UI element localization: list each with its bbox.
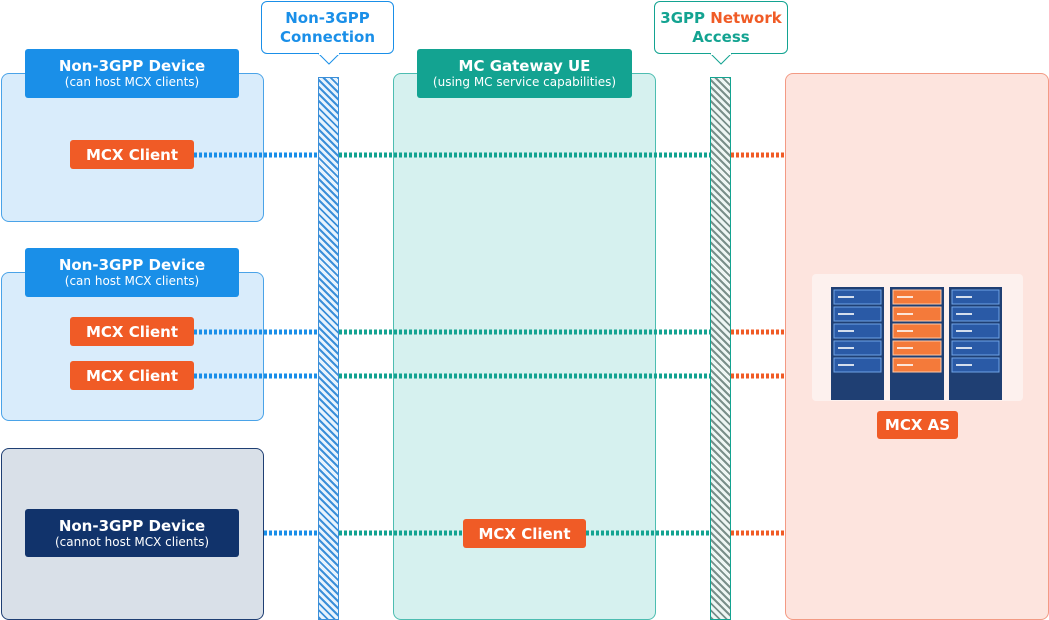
server-units-right [951, 289, 1000, 373]
gateway-header: MC Gateway UE (using MC service capabili… [417, 49, 632, 98]
network-access-prefix: 3GPP [660, 8, 706, 27]
3gpp-interface-bar [710, 77, 731, 620]
mcx-client-3: MCX Client [70, 361, 194, 390]
device-3-title: Non-3GPP Device [58, 516, 206, 535]
device-2-title: Non-3GPP Device [58, 256, 206, 274]
device-3-subtitle: (cannot host MCX clients) [54, 534, 210, 549]
callout-pointer-blue [318, 53, 340, 65]
non3gpp-connection-label: Non-3GPP Connection [279, 8, 376, 46]
device-2-header: Non-3GPP Device (can host MCX clients) [25, 248, 239, 297]
non3gpp-interface-bar [318, 77, 339, 620]
device-2-subtitle: (can host MCX clients) [64, 274, 200, 288]
server-units-left [833, 289, 882, 373]
callout-pointer-teal [710, 53, 732, 65]
gateway-subtitle: (using MC service capabilities) [432, 75, 617, 89]
device-1-subtitle: (can host MCX clients) [64, 75, 200, 89]
device-1-header: Non-3GPP Device (can host MCX clients) [25, 49, 239, 98]
network-access-callout: 3GPP Network Access [654, 1, 788, 54]
gateway-mcx-client: MCX Client [463, 519, 586, 548]
device-1-title: Non-3GPP Device [58, 57, 206, 75]
server-rack-icon [812, 274, 1023, 401]
server-rack-graphic [831, 287, 1002, 400]
network-access-line2: Access [692, 27, 750, 46]
server-units-middle [892, 289, 942, 373]
mcx-client-1: MCX Client [70, 140, 194, 169]
mcx-client-2: MCX Client [70, 317, 194, 346]
non3gpp-connection-callout: Non-3GPP Connection [261, 1, 394, 54]
mcx-as-label: MCX AS [877, 411, 958, 439]
network-access-word: Network [705, 8, 782, 27]
gateway-title: MC Gateway UE [458, 57, 591, 75]
device-3-header: Non-3GPP Device (cannot host MCX clients… [25, 509, 239, 557]
